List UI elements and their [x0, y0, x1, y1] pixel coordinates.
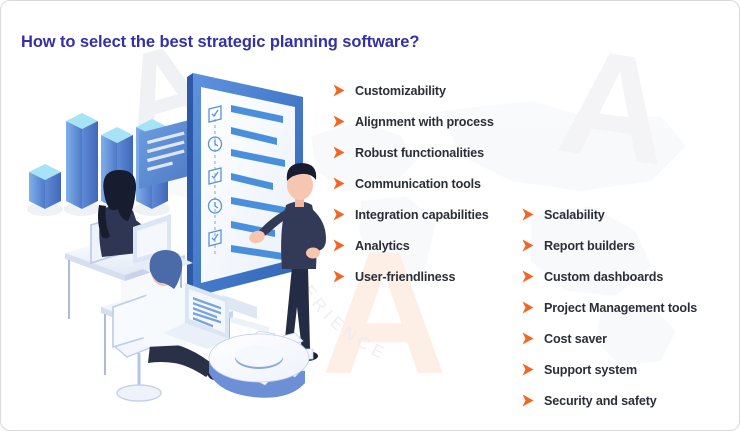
list-item-label: Robust functionalities — [355, 145, 484, 160]
list-item[interactable]: User-friendliness — [333, 261, 494, 292]
list-item-label: Cost saver — [544, 331, 607, 346]
orange-play-arrow-icon — [333, 239, 345, 252]
feature-list-primary: Customizability Alignment with process R… — [333, 75, 494, 292]
orange-play-arrow-icon — [522, 332, 534, 345]
list-item[interactable]: Customizability — [333, 75, 494, 106]
list-item[interactable]: Support system — [522, 354, 697, 385]
list-item-label: Analytics — [355, 238, 410, 253]
list-item-label: Customizability — [355, 83, 446, 98]
orange-play-arrow-icon — [333, 115, 345, 128]
list-item[interactable]: Robust functionalities — [333, 137, 494, 168]
list-item[interactable]: Cost saver — [522, 323, 697, 354]
orange-play-arrow-icon — [522, 239, 534, 252]
watermark-letter-a-3: A — [549, 15, 681, 197]
orange-play-arrow-icon — [333, 270, 345, 283]
list-item[interactable]: Alignment with process — [333, 106, 494, 137]
list-item[interactable]: Communication tools — [333, 168, 494, 199]
orange-play-arrow-icon — [522, 208, 534, 221]
orange-play-arrow-icon — [522, 270, 534, 283]
orange-play-arrow-icon — [333, 146, 345, 159]
list-item-label: Report builders — [544, 238, 635, 253]
list-item-label: Support system — [544, 362, 638, 377]
orange-play-arrow-icon — [522, 301, 534, 314]
orange-play-arrow-icon — [333, 177, 345, 190]
gear-graphic — [208, 330, 314, 398]
list-item[interactable]: Analytics — [333, 230, 494, 261]
orange-play-arrow-icon — [333, 208, 345, 221]
isometric-team-planning-illustration — [27, 73, 326, 402]
list-item[interactable]: Security and safety — [522, 385, 697, 416]
list-item-label: Security and safety — [544, 393, 657, 408]
feature-list-secondary: Scalability Report builders Custom dashb… — [522, 199, 697, 416]
list-item[interactable]: Report builders — [522, 230, 697, 261]
orange-play-arrow-icon — [333, 84, 345, 97]
list-item[interactable]: Integration capabilities — [333, 199, 494, 230]
list-item-label: Communication tools — [355, 176, 481, 191]
orange-play-arrow-icon — [522, 363, 534, 376]
list-item-label: Integration capabilities — [355, 207, 489, 222]
list-item-label: Scalability — [544, 207, 605, 222]
list-item[interactable]: Scalability — [522, 199, 697, 230]
standing-presenter-figure — [249, 163, 326, 361]
list-item-label: Custom dashboards — [544, 269, 664, 284]
list-item-label: Alignment with process — [355, 114, 494, 129]
list-item[interactable]: Custom dashboards — [522, 261, 697, 292]
orange-play-arrow-icon — [522, 394, 534, 407]
page-title: How to select the best strategic plannin… — [21, 33, 420, 51]
list-item-label: Project Management tools — [544, 300, 698, 315]
list-item-label: User-friendliness — [355, 269, 456, 284]
list-item[interactable]: Project Management tools — [522, 292, 697, 323]
